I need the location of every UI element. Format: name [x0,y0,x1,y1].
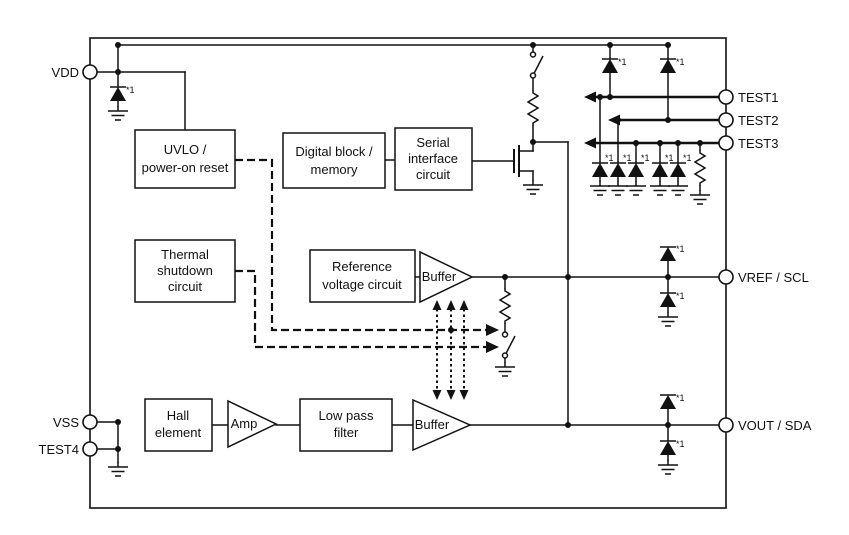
esd-diode-icon [669,162,687,178]
hall-label-line1: Hall [167,408,190,423]
reference-label-line1: Reference [332,259,392,274]
pin-vref-scl-terminal [718,269,734,285]
amp-triangle [227,399,278,449]
note-asterisk1: *1 [676,393,685,403]
test1-arrow [584,91,719,103]
pullup-resistor-icon [527,89,539,127]
pin-test2-label: TEST2 [738,113,778,128]
pin-vdd-terminal [82,64,98,80]
digital-label-line1: Digital block / [295,144,373,159]
esd-diode-icon [659,394,677,410]
buffer-vref-triangle [419,250,474,304]
ground-icon [494,361,516,377]
esd-diode-icon [627,162,645,178]
note-asterisk1: *1 [676,439,685,449]
ground-icon [667,180,689,196]
serial-label-line1: Serial [416,135,449,150]
ground-icon [107,461,129,477]
pin-vref-scl-label: VREF / SCL [738,270,809,285]
ground-icon [657,311,679,327]
junction-dots [115,42,703,452]
pin-vss-terminal [82,414,98,430]
dashed-control-arrow-uvlo [235,158,499,336]
esd-diode-icon [659,58,677,74]
pin-test3-terminal [718,135,734,151]
pin-vout-sda-label: VOUT / SDA [738,418,812,433]
note-asterisk1: *1 [618,57,627,67]
switch-icon [501,331,516,359]
thermal-label-line2: shutdown [157,263,213,278]
ground-icon [607,180,629,196]
buffer-vout-label: Buffer [415,417,450,432]
pulldown-resistor-icon [499,287,511,325]
ground-icon [689,189,711,205]
digital-label-line2: memory [311,162,358,177]
thermal-label-line1: Thermal [161,247,209,262]
ground-icon [107,105,129,121]
block-uvlo [134,129,236,189]
wiring [96,44,720,463]
note-asterisk1: *1 [623,153,632,163]
lpf-label-line2: filter [334,425,359,440]
buffer-vout-triangle [412,398,472,452]
block-hall-element [144,398,213,452]
block-digital [282,132,386,189]
hall-label-line2: element [155,425,202,440]
pin-vout-sda-terminal [718,417,734,433]
ground-icon [625,180,647,196]
block-low-pass-filter [299,398,393,452]
note-asterisk1: *1 [676,57,685,67]
pin-test2-terminal [718,112,734,128]
test2-arrow [608,114,719,126]
esd-diode-icon [109,86,127,102]
esd-diode-icon [659,292,677,308]
note-asterisk1: *1 [676,291,685,301]
serial-label-line3: circuit [416,167,450,182]
pin-test4-terminal [82,441,98,457]
uvlo-label-line1: UVLO / [164,142,207,157]
serial-label-line2: interface [408,151,458,166]
esd-diode-icon [651,162,669,178]
note-asterisk1: *1 [641,153,650,163]
note-asterisk1: *1 [126,85,135,95]
thermal-label-line3: circuit [168,279,202,294]
esd-diode-icon [591,162,609,178]
ground-icon [589,180,611,196]
block-reference-voltage [309,249,416,303]
pin-test4-label: TEST4 [39,442,79,457]
pin-vdd-label: VDD [52,65,79,80]
note-asterisk1: *1 [676,244,685,254]
pin-test3-label: TEST3 [738,136,778,151]
buffer-vref-label: Buffer [422,269,457,284]
esd-diode-icon [659,246,677,262]
ground-icon [522,179,544,195]
esd-diode-icon [659,440,677,456]
test3-resistor-icon [694,149,706,187]
esd-diode-icon [609,162,627,178]
note-asterisk1: *1 [605,153,614,163]
pin-test1-terminal [718,89,734,105]
esd-diode-icon [601,58,619,74]
dotted-bidirectional-arrows [432,300,469,400]
note-asterisk1: *1 [665,153,674,163]
note-asterisk1: *1 [683,153,692,163]
block-thermal-shutdown [134,239,236,303]
ground-icon [657,459,679,475]
mosfet-icon [471,145,534,181]
pin-test1-label: TEST1 [738,90,778,105]
switch-icon [529,51,544,79]
ground-icon [649,180,671,196]
lpf-label-line1: Low pass [319,408,374,423]
dashed-control-arrow-thermal [235,269,499,353]
reference-label-line2: voltage circuit [322,277,402,292]
block-serial-interface [394,127,473,191]
amp-label: Amp [231,416,258,431]
uvlo-label-line2: power-on reset [142,160,229,175]
pin-vss-label: VSS [53,415,79,430]
